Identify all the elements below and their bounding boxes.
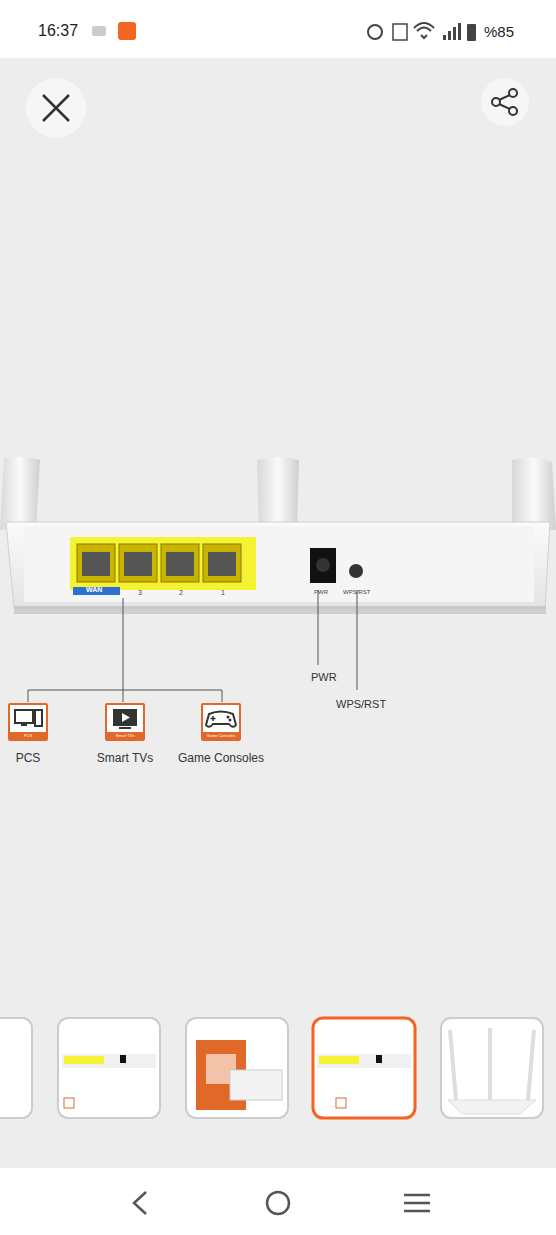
device-caption: Game Consoles xyxy=(178,751,264,765)
callout-label: WPS/RST xyxy=(336,698,386,710)
port-label: WAN xyxy=(86,586,102,593)
status-text: 16:37 xyxy=(38,22,78,40)
nav-icons xyxy=(0,1168,556,1235)
device-icon-box: PCSPCS xyxy=(8,703,48,741)
nav-bar xyxy=(0,1168,556,1235)
device-icon-box: Game ConsolesGame Consoles xyxy=(201,703,241,741)
port-label: PWR xyxy=(314,589,328,595)
status-text: %85 xyxy=(484,23,514,40)
device-caption: Smart TVs xyxy=(97,751,153,765)
port-label: 3 xyxy=(138,589,142,596)
thumbnail-strip xyxy=(0,1010,556,1130)
device-symbol xyxy=(203,705,239,732)
device-icon-box: Smart TVsSmart TVs xyxy=(105,703,145,741)
icon-tag: PCS xyxy=(10,732,46,739)
icon-tag: Smart TVs xyxy=(107,732,143,739)
device-caption: PCS xyxy=(16,751,41,765)
viewer-buttons xyxy=(0,60,556,150)
device-symbol xyxy=(10,705,46,732)
router-illustration xyxy=(0,440,556,770)
device-symbol xyxy=(107,705,143,732)
callout-label: PWR xyxy=(311,671,337,683)
port-label: 2 xyxy=(179,589,183,596)
status-icons xyxy=(0,0,556,58)
port-label: 1 xyxy=(221,589,225,596)
port-label: WPS/RST xyxy=(343,589,370,595)
icon-tag: Game Consoles xyxy=(203,732,239,739)
